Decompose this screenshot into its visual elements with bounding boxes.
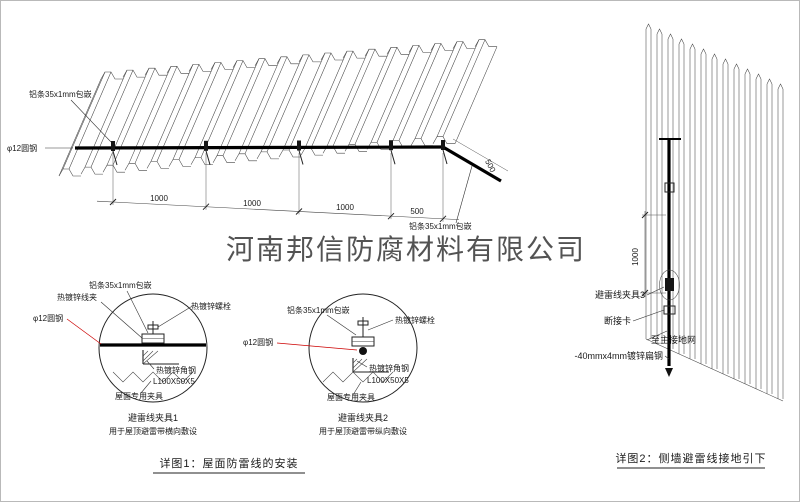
detail-1-label-angle-steel: 热镀锌角钢	[156, 365, 196, 375]
detail-1-boundary	[98, 293, 208, 403]
label-alu-strip-left: 铝条35x1mm包嵌	[29, 89, 92, 99]
dimension-chain: 1000 1000 1000 500 500	[96, 138, 509, 223]
dim-span-1: 1000	[150, 194, 168, 203]
label-round-steel-roof: φ12圆钢	[7, 143, 37, 153]
ground-arrow	[665, 368, 673, 377]
label-flat-steel: -40mmx4mm镀锌扁钢	[574, 350, 663, 361]
dim-span-2: 1000	[243, 199, 261, 208]
detail-1-label-bolt: 热镀锌螺栓	[191, 301, 231, 311]
detail-1-red-leader	[66, 318, 102, 345]
detail-2-label-alu-strip: 铝条35x1mm包嵌	[287, 305, 350, 315]
detail-2-label-round-steel: φ12圆钢	[243, 337, 273, 347]
label-to-ground: 至主接地网	[651, 334, 696, 345]
detail-2-subtitle: 用于屋顶避雷带纵向敷设	[319, 426, 407, 436]
wall-drawing: 1000 避雷线夹具3 断接卡 至主接地网 -40mmx4mm镀锌扁钢	[574, 23, 784, 402]
company-watermark: 河南邦信防腐材料有限公司	[226, 234, 586, 266]
detail-2-label-roof-fixture: 屋面专用夹具	[327, 392, 375, 402]
lightning-wire-bend	[442, 145, 502, 183]
wall-dimension: 1000	[631, 211, 666, 297]
detail-2-title: 避雷线夹具2	[338, 412, 388, 423]
detail-1-label-wire-clamp: 热镀锌线夹	[57, 292, 97, 302]
detail-1-label-angle-spec: L100X50X5	[153, 377, 195, 386]
detail-2-roof-profile	[322, 371, 394, 383]
detail-2-red-leader	[276, 342, 358, 351]
wall-clamp-upper	[664, 182, 675, 193]
detail-1-label-roof-fixture: 屋面专用夹具	[115, 391, 163, 401]
wall-clamp-marker	[659, 269, 680, 301]
roof-wire-clamps	[111, 140, 448, 166]
detail-circle-1: 铝条35x1mm包嵌 热镀锌线夹 热镀锌螺栓 φ12圆钢 热镀锌角钢 L100X…	[33, 280, 231, 436]
dim-span-4: 500	[410, 207, 424, 216]
caption-detail-2: 详图2：侧墙避雷线接地引下	[615, 451, 766, 469]
label-disconnect: 断接卡	[604, 315, 631, 326]
roof-corrugation	[58, 39, 498, 177]
label-wall-clamp-3: 避雷线夹具3	[595, 289, 645, 300]
detail-1-subtitle: 用于屋顶避雷带横向敷设	[109, 426, 197, 436]
caption-1-text: 详图1：屋面防雷线的安装	[159, 456, 298, 470]
caption-2-text: 详图2：侧墙避雷线接地引下	[615, 451, 766, 465]
detail-1-roof-profile	[112, 371, 194, 383]
detail-2-angle-steel	[352, 358, 389, 373]
roof-isometric-drawing: 1000 1000 1000 500 500 铝条35x1mm包嵌 φ12圆钢 …	[7, 39, 509, 231]
label-alu-strip-right: 铝条35x1mm包嵌	[409, 221, 472, 231]
caption-detail-1: 详图1：屋面防雷线的安装	[153, 456, 305, 474]
dim-span-3: 1000	[336, 203, 354, 212]
detail-2-wire-section	[359, 347, 367, 355]
wall-clamp-3	[665, 278, 674, 291]
detail-2-label-angle-steel: 热镀锌角钢	[369, 363, 409, 373]
wall-dim-1000: 1000	[631, 248, 640, 266]
detail-2-boundary	[308, 293, 418, 403]
detail-circle-2: 铝条35x1mm包嵌 热镀锌螺栓 φ12圆钢 热镀锌角钢 L100X50X5 屋…	[243, 293, 435, 436]
detail-1-angle-steel	[142, 350, 179, 365]
detail-1-label-round-steel: φ12圆钢	[33, 313, 63, 323]
detail-2-label-bolt: 热镀锌螺栓	[395, 315, 435, 325]
lightning-wire-run	[74, 145, 444, 150]
detail-1-label-alu-strip: 铝条35x1mm包嵌	[89, 280, 152, 290]
detail-2-label-angle-spec: L100X50X5	[367, 376, 409, 385]
detail-1-title: 避雷线夹具1	[128, 412, 178, 423]
